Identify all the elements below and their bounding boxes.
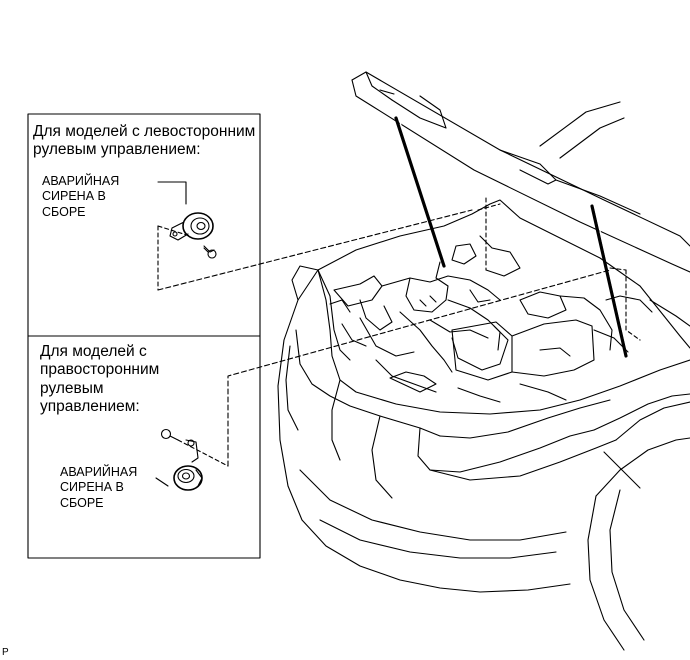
rhd-leader-line	[227, 269, 611, 467]
lhd-panel-heading: Для моделей с левосторонним рулевым упра…	[33, 123, 256, 159]
lhd-horn-label: АВАРИЙНАЯ СИРЕНА В СБОРЕ	[42, 174, 120, 219]
lhd-leader-line	[157, 209, 473, 291]
rhd-horn-assembly	[155, 428, 229, 491]
horn-location-markers	[477, 197, 641, 341]
lhd-horn-assembly	[157, 181, 217, 291]
rhd-panel-heading: Для моделей с правосторонним рулевым упр…	[40, 343, 160, 415]
rhd-horn-label: АВАРИЙНАЯ СИРЕНА В СБОРЕ	[60, 465, 138, 510]
figure-code: P	[2, 647, 9, 658]
engine-bay	[317, 199, 665, 403]
hood-struts	[394, 115, 629, 358]
rhd-panel-frame	[27, 335, 261, 559]
hood	[351, 71, 690, 273]
car-body-front	[277, 265, 690, 651]
